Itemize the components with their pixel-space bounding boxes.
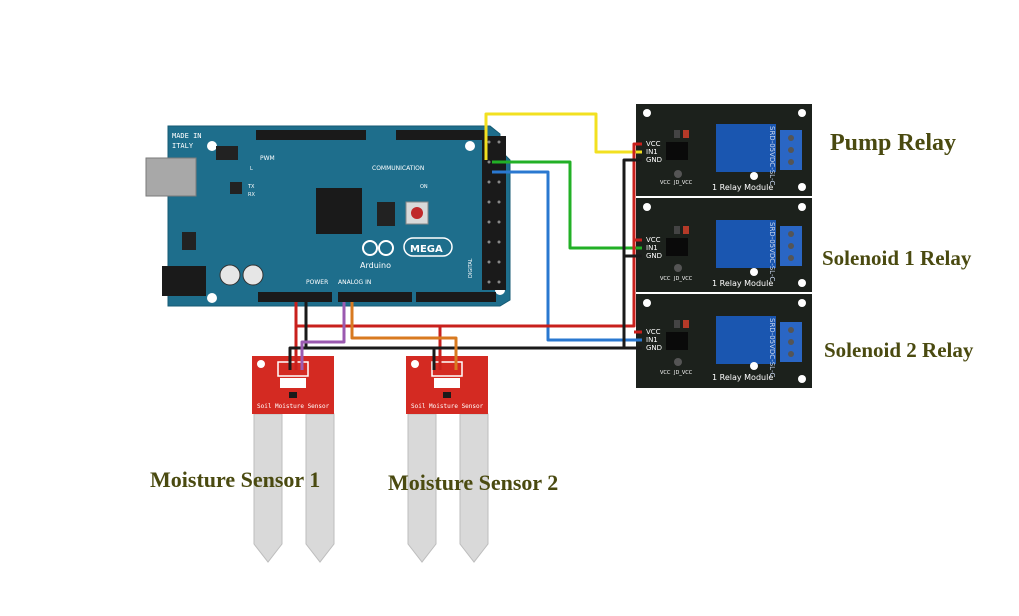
relay-module-name: 1 Relay Module <box>712 183 773 192</box>
moisture-sensor-2: Soil Moisture Sensor <box>406 356 489 563</box>
jumper-jdvcc-label: JD_VCC <box>673 370 693 376</box>
wire-orange <box>350 302 458 370</box>
relay-solenoid-1: VCC IN1 GND 1 Relay Module VCC JD_VCC SR… <box>636 198 812 292</box>
relay-cube <box>716 316 776 364</box>
pin-in1-label: IN1 <box>646 336 658 344</box>
on-led-text: ON <box>420 184 428 190</box>
pump-relay-label: Pump Relay <box>830 130 956 156</box>
usb-port <box>145 157 197 197</box>
wires <box>288 112 642 370</box>
pin-in1-label: IN1 <box>646 244 658 252</box>
solenoid-2-relay-label: Solenoid 2 Relay <box>824 338 974 362</box>
sensor-board-text: Soil Moisture Sensor <box>257 403 330 410</box>
moisture-sensor-1-label: Moisture Sensor 1 <box>150 467 320 492</box>
relay-cube <box>716 124 776 172</box>
pin-vcc-label: VCC <box>646 236 661 244</box>
solenoid-1-relay-label: Solenoid 1 Relay <box>822 246 972 270</box>
sensor-board-text: Soil Moisture Sensor <box>411 403 484 410</box>
header-power <box>258 292 332 302</box>
pin-gnd-label: GND <box>646 252 662 260</box>
pin-gnd-label: GND <box>646 344 662 352</box>
power-jack <box>162 266 206 296</box>
tx-led-text: TX <box>247 184 255 190</box>
relay-part-text: SRD-05VDC-SL-C <box>768 222 776 281</box>
pwm-text: PWM <box>260 155 275 162</box>
jumper-vcc-label: VCC <box>660 180 671 186</box>
analog-in-text: ANALOG IN <box>338 279 371 286</box>
communication-text: COMMUNICATION <box>372 165 424 172</box>
relay-pump: VCC IN1 GND 1 Relay Module VCC JD_VCC SR… <box>636 104 812 196</box>
relay-cube <box>716 220 776 268</box>
relay-solenoid-2: VCC IN1 GND 1 Relay Module VCC JD_VCC SR… <box>636 294 812 388</box>
moisture-sensor-2-label: Moisture Sensor 2 <box>388 470 558 495</box>
wire-yellow <box>484 112 642 160</box>
header-communication <box>396 130 486 140</box>
jumper-vcc-label: VCC <box>660 276 671 282</box>
relay-part-text: SRD-05VDC-SL-C <box>768 318 776 377</box>
wire-purple <box>300 302 346 370</box>
arduino-logo-icon <box>362 240 394 256</box>
digital-text: DIGITAL <box>468 258 474 278</box>
moisture-sensor-1: Soil Moisture Sensor <box>252 356 335 563</box>
pin-in1-label: IN1 <box>646 148 658 156</box>
pin-gnd-label: GND <box>646 156 662 164</box>
header-analog-a0 <box>338 292 412 302</box>
italy-text: ITALY <box>172 142 194 150</box>
arduino-mega-board: MADE IN ITALY PWM COMMUNICATION MEGA Ard… <box>145 125 511 307</box>
relay-part-text: SRD-05VDC-SL-C <box>768 126 776 185</box>
relay-module-name: 1 Relay Module <box>712 279 773 288</box>
pin-vcc-label: VCC <box>646 140 661 148</box>
power-text: POWER <box>306 279 328 286</box>
header-pwm <box>256 130 366 140</box>
arduino-brand-text: Arduino <box>360 261 391 270</box>
mega-text: MEGA <box>410 244 443 255</box>
jumper-jdvcc-label: JD_VCC <box>673 180 693 186</box>
wire-blue <box>492 170 642 342</box>
l-led-text: L <box>250 166 253 172</box>
wire-red-vcc <box>294 142 642 328</box>
made-in-text: MADE IN <box>172 132 202 140</box>
pin-vcc-label: VCC <box>646 328 661 336</box>
wire-green <box>492 160 642 250</box>
jumper-jdvcc-label: JD_VCC <box>673 276 693 282</box>
jumper-vcc-label: VCC <box>660 370 671 376</box>
relay-module-name: 1 Relay Module <box>712 373 773 382</box>
microcontroller-chip <box>316 188 362 234</box>
rx-led-text: RX <box>248 192 255 198</box>
header-analog-a8 <box>416 292 496 302</box>
